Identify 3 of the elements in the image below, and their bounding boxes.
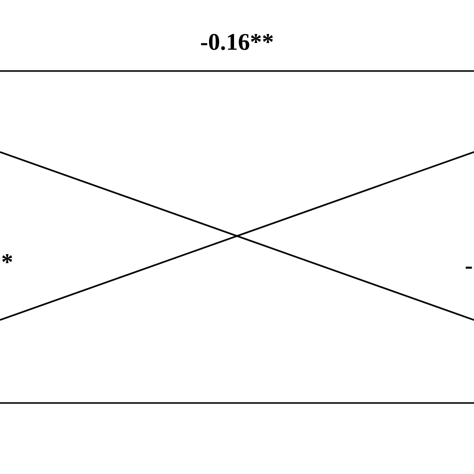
coefficient-label: *	[2, 254, 12, 264]
coefficient-label: -	[466, 266, 472, 269]
coefficient-label: -0.16**	[201, 34, 273, 50]
